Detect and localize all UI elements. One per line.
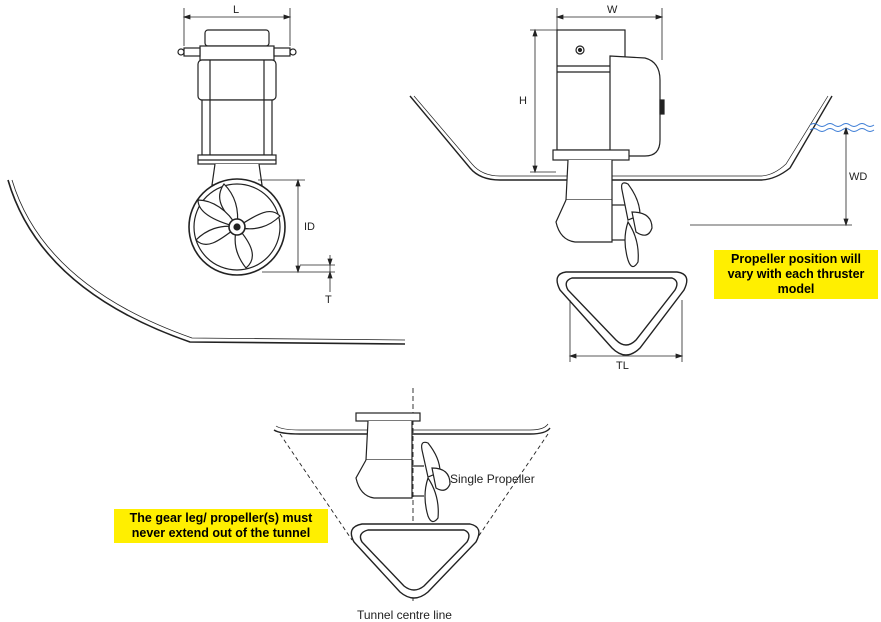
water-surface: [809, 123, 875, 132]
propeller-position-note: Propeller position will vary with each t…: [714, 250, 878, 299]
side-motor: [552, 29, 665, 268]
side-hull: [409, 95, 833, 181]
gear-leg-warning-note: The gear leg/ propeller(s) must never ex…: [114, 509, 328, 543]
dim-height-label: H: [519, 95, 527, 107]
front-hull-curve: [7, 179, 406, 345]
dim-height-lines: [530, 28, 557, 174]
dim-water-depth-lines: [690, 126, 852, 227]
bottom-tunnel: [350, 523, 480, 599]
dim-id-label: ID: [304, 221, 315, 233]
dim-thickness-label: T: [325, 294, 332, 306]
side-view: [409, 8, 875, 362]
side-tunnel: [556, 271, 688, 356]
dim-water-depth-label: WD: [849, 171, 867, 183]
dim-length-label: L: [233, 4, 239, 16]
front-view: [7, 8, 406, 345]
front-motor: [177, 29, 297, 186]
single-propeller-label: Single Propeller: [450, 472, 535, 486]
dim-tunnel-length-lines: [568, 300, 684, 362]
bottom-hull: [273, 427, 551, 435]
dim-length-lines: [182, 8, 292, 46]
bottom-gear-leg: [355, 412, 451, 523]
dim-tunnel-length-label: TL: [616, 360, 629, 372]
dim-id-lines: [258, 178, 335, 292]
bottom-view: [273, 388, 551, 604]
tunnel-centre-line-label: Tunnel centre line: [357, 608, 452, 622]
front-tunnel-propeller: [188, 178, 286, 276]
dim-width-lines: [555, 8, 664, 60]
dim-width-label: W: [607, 4, 618, 16]
